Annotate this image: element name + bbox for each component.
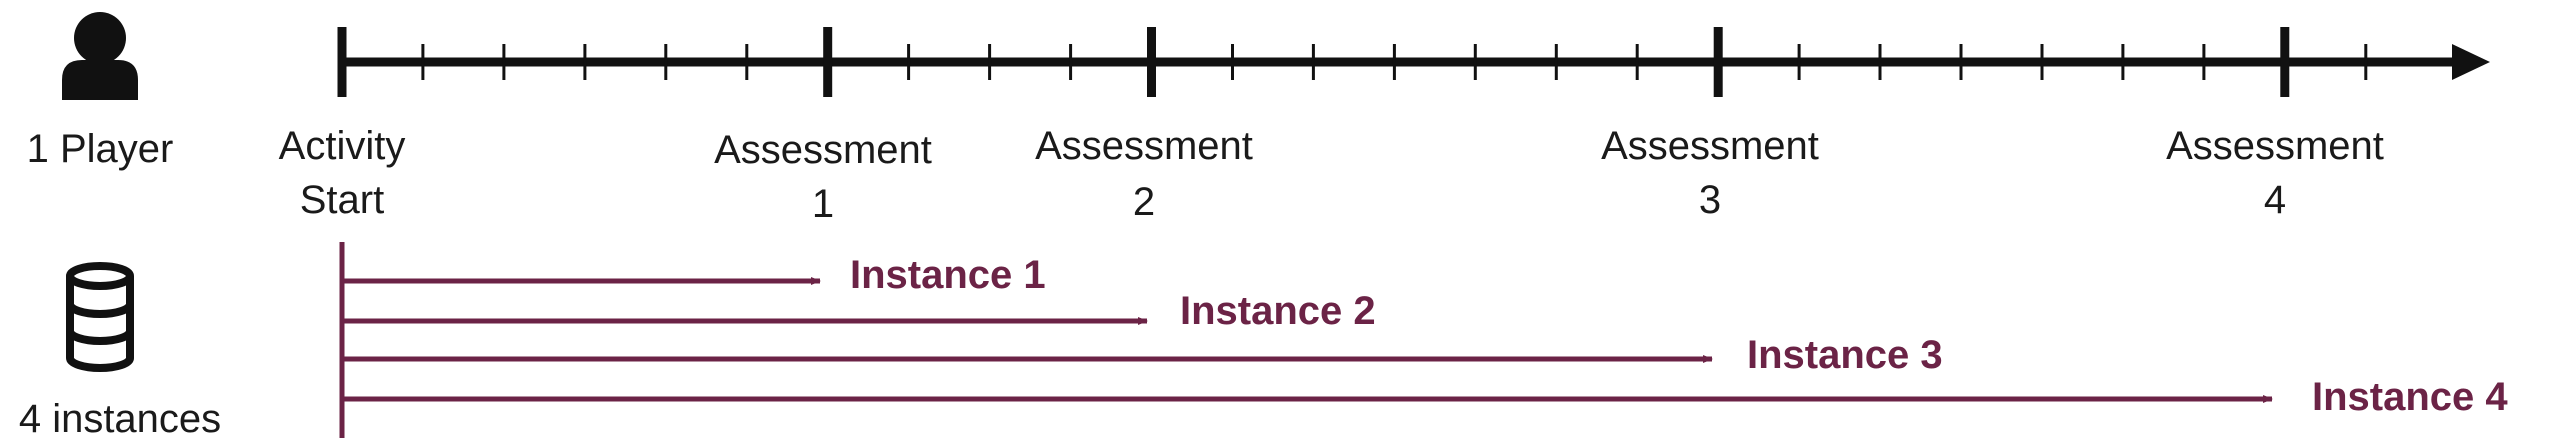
instance-3-label: Instance 3 xyxy=(1747,333,1943,377)
instance-lines xyxy=(339,242,2273,438)
minor-ticks xyxy=(421,44,2368,80)
activity-start-label-line2: Start xyxy=(300,178,384,222)
assessment-1-label-line1: Assessment xyxy=(714,128,932,172)
assessment-1-label-line2: 1 xyxy=(812,182,834,226)
assessment-2-label-line2: 2 xyxy=(1133,180,1155,224)
assessment-4-label-line1: Assessment xyxy=(2166,124,2384,168)
assessment-4-label-line2: 4 xyxy=(2264,178,2286,222)
instance-2-label: Instance 2 xyxy=(1180,289,1376,333)
timeline-axis xyxy=(337,27,2490,97)
instance-4-label: Instance 4 xyxy=(2312,375,2508,419)
assessment-3-label-line1: Assessment xyxy=(1601,124,1819,168)
player-label: 1 Player xyxy=(27,127,174,171)
storage-label: 4 instances xyxy=(19,397,221,441)
database-icon xyxy=(66,262,134,372)
person-icon xyxy=(62,12,138,100)
major-ticks xyxy=(337,27,2290,97)
activity-start-label-line1: Activity xyxy=(279,124,406,168)
assessment-2-label-line1: Assessment xyxy=(1035,124,1253,168)
instance-1-label: Instance 1 xyxy=(850,253,1046,297)
assessment-3-label-line2: 3 xyxy=(1699,178,1721,222)
